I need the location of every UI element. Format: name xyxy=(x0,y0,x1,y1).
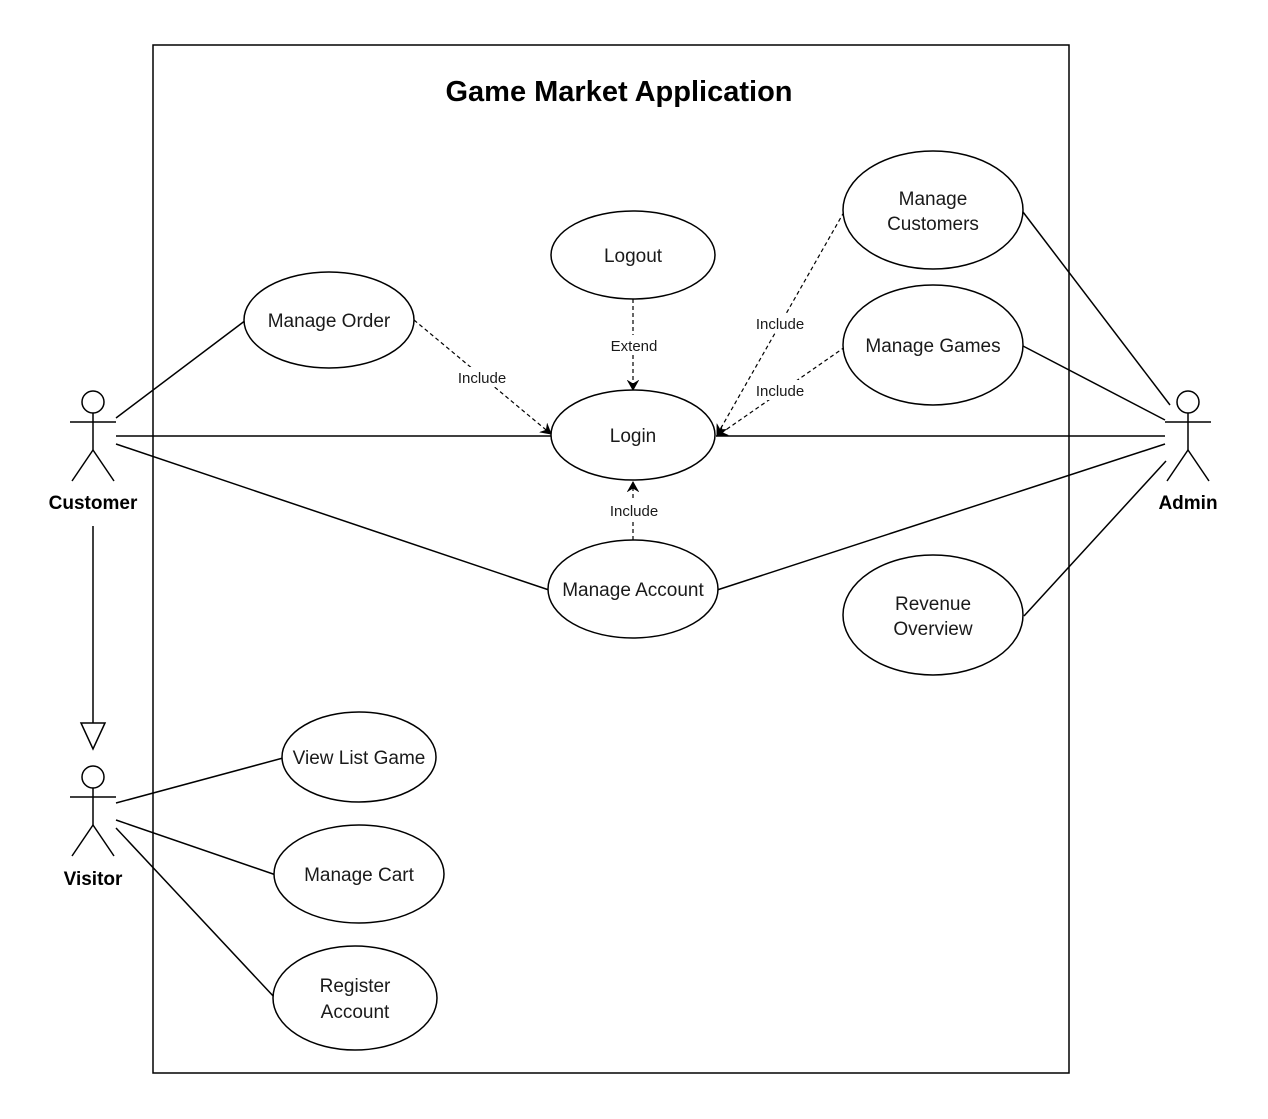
use-case-manage-order: Manage Order xyxy=(243,271,415,369)
svg-text:Logout: Logout xyxy=(604,246,663,267)
assoc-visitor-view-list-game xyxy=(115,757,284,804)
include-order-login xyxy=(413,319,551,434)
actor-label-visitor: Visitor xyxy=(64,869,123,890)
generalization-arrowhead xyxy=(79,722,107,751)
assoc-customer-manage-order xyxy=(115,319,247,419)
use-case-register-account: Register Account xyxy=(272,945,438,1051)
actor-visitor: Visitor xyxy=(64,765,123,890)
svg-text:Manage: Manage xyxy=(899,189,968,210)
actor-label-admin: Admin xyxy=(1158,493,1217,514)
actor-label-customer: Customer xyxy=(49,493,138,514)
svg-text:Manage Account: Manage Account xyxy=(562,580,704,601)
use-case-revenue-overview: Revenue Overview xyxy=(842,554,1024,676)
assoc-admin-manage-games xyxy=(1022,345,1166,421)
assoc-admin-manage-customers xyxy=(1022,211,1171,406)
include-label-games: Include xyxy=(756,383,804,400)
svg-text:Manage Games: Manage Games xyxy=(865,336,1000,357)
use-case-manage-games: Manage Games xyxy=(842,284,1024,406)
assoc-admin-revenue-overview xyxy=(1023,460,1167,617)
svg-text:Register: Register xyxy=(320,976,391,997)
extend-label-logout: Extend xyxy=(611,338,658,355)
use-case-manage-cart: Manage Cart xyxy=(273,824,445,924)
svg-text:Login: Login xyxy=(610,426,657,447)
use-case-login: Login xyxy=(550,389,716,481)
svg-text:Account: Account xyxy=(321,1002,390,1023)
svg-text:Overview: Overview xyxy=(893,619,972,640)
svg-text:Manage Cart: Manage Cart xyxy=(304,865,415,886)
assoc-visitor-register-account xyxy=(115,827,276,999)
include-label-customers: Include xyxy=(756,316,804,333)
svg-text:Manage Order: Manage Order xyxy=(268,311,391,332)
assoc-admin-manage-account xyxy=(713,443,1166,592)
system-title: Game Market Application xyxy=(445,76,792,108)
actor-customer: Customer xyxy=(49,390,138,514)
use-case-logout: Logout xyxy=(550,210,716,300)
assoc-customer-manage-account xyxy=(115,443,553,592)
svg-text:View List Game: View List Game xyxy=(293,748,426,769)
use-case-manage-customers: Manage Customers xyxy=(842,150,1024,270)
assoc-visitor-manage-cart xyxy=(115,819,277,876)
include-label-order: Include xyxy=(458,370,506,387)
use-case-view-list-game: View List Game xyxy=(281,711,437,803)
use-case-manage-account: Manage Account xyxy=(547,539,719,639)
actor-admin: Admin xyxy=(1158,390,1218,514)
include-label-account: Include xyxy=(610,503,658,520)
svg-text:Revenue: Revenue xyxy=(895,594,971,615)
svg-text:Customers: Customers xyxy=(887,214,979,235)
